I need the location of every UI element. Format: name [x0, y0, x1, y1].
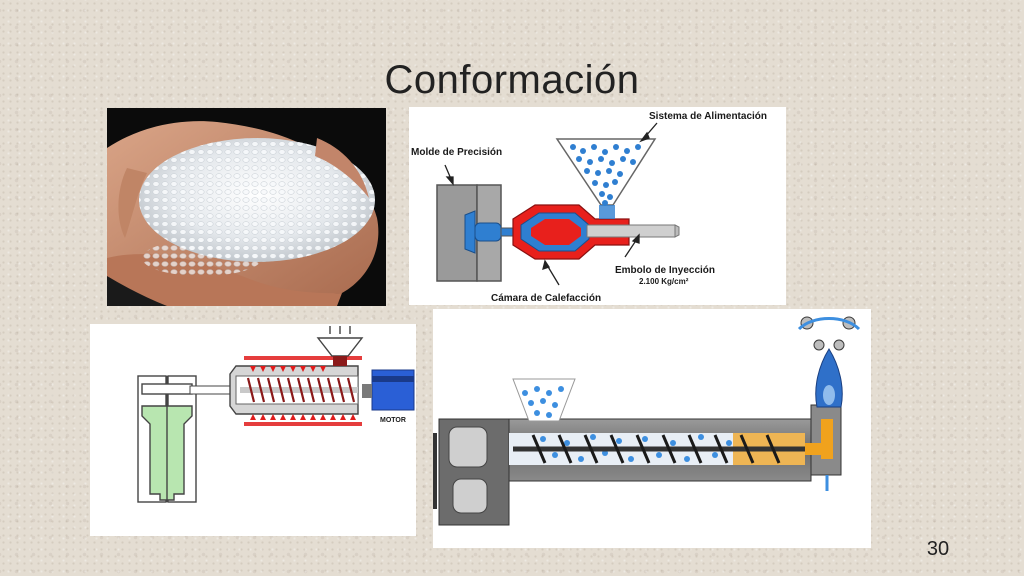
injection-molding-diagram: Sistema de Alimentación Molde de Precisi… — [409, 107, 786, 305]
parison — [815, 348, 843, 408]
label-plunger: Embolo de Inyección — [615, 265, 715, 276]
slide-title: Conformación — [384, 58, 640, 102]
label-heating-chamber: Cámara de Calefacción — [491, 293, 601, 304]
gear-box — [433, 418, 510, 526]
plastic-pellets-photo — [107, 108, 386, 306]
motor-label: MOTOR — [380, 417, 406, 424]
bottle-injection-diagram: MOTOR — [90, 324, 416, 536]
hopper — [316, 337, 364, 357]
screw — [513, 434, 805, 464]
barrel-pellets — [540, 434, 732, 462]
bottle-mold — [137, 375, 197, 503]
page-number: 30 — [926, 538, 950, 560]
screw-extruder-diagram — [433, 309, 871, 548]
heater-arrows — [250, 366, 356, 420]
label-feed-system: Sistema de Alimentación — [649, 111, 767, 122]
label-pressure: 2.100 Kg/cm² — [639, 277, 689, 286]
screw — [240, 377, 358, 403]
hopper-pellets — [570, 144, 641, 206]
injection-plunger — [586, 224, 676, 238]
label-mold: Molde de Precisión — [411, 147, 502, 158]
